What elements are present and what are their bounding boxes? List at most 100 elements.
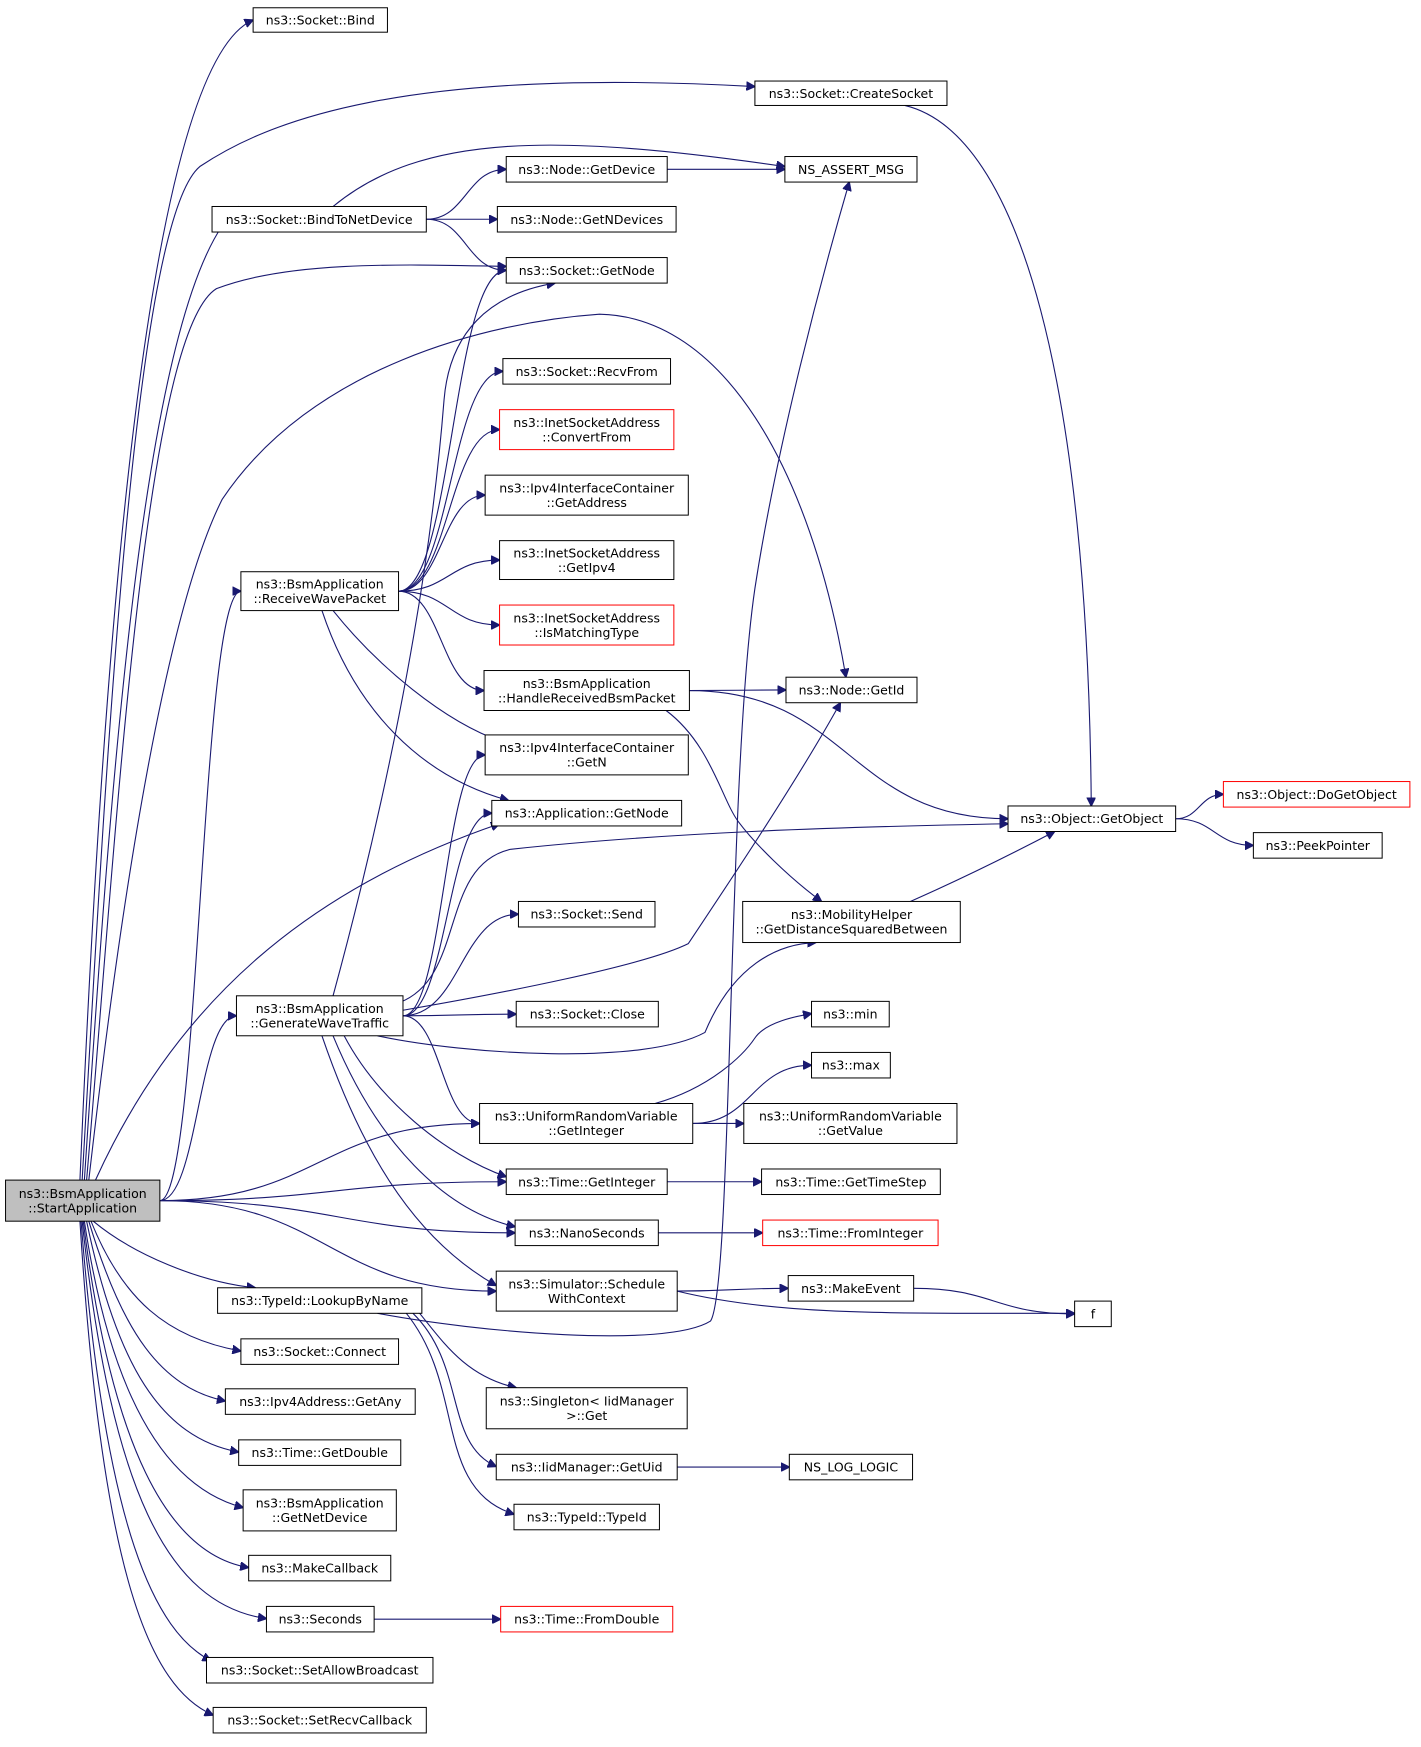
node-getdouble[interactable]: ns3::Time::GetDouble (238, 1439, 402, 1466)
node-generatewave[interactable]: ns3::BsmApplication::GenerateWaveTraffic (235, 995, 404, 1037)
node-gettimestep[interactable]: ns3::Time::GetTimeStep (761, 1168, 941, 1196)
node-box (491, 799, 683, 827)
node-f[interactable]: f (1074, 1300, 1112, 1328)
node-timegetinteger[interactable]: ns3::Time::GetInteger (505, 1168, 668, 1196)
edge-start-to-generatewave (159, 1016, 237, 1202)
node-label: ns3::Ipv4InterfaceContainer (499, 740, 675, 755)
edge-generatewave-to-urvgetinteger (402, 1015, 480, 1124)
edge-path (398, 590, 500, 625)
edge-lookupbyname-to-singleton (419, 1312, 517, 1387)
edge-path (88, 1221, 226, 1401)
node-ismatching[interactable]: ns3::InetSocketAddress::IsMatchingType (499, 604, 675, 646)
node-getdevice[interactable]: ns3::Node::GetDevice (505, 156, 668, 183)
node-bindtonetdevice[interactable]: ns3::Socket::BindToNetDevice (211, 205, 427, 233)
node-getnetdevice[interactable]: ns3::BsmApplication::GetNetDevice (242, 1489, 397, 1532)
edge-path (81, 82, 755, 1181)
node-bind[interactable]: ns3::Socket::Bind (252, 7, 388, 33)
edge-receivewave-to-handlebsm (398, 590, 484, 690)
node-box (484, 734, 689, 776)
node-box (5, 1179, 161, 1222)
node-urvgetvalue[interactable]: ns3::UniformRandomVariable::GetValue (743, 1103, 958, 1144)
edge-path (159, 1182, 506, 1202)
edge-path (83, 1221, 243, 1507)
node-close[interactable]: ns3::Socket::Close (515, 1000, 659, 1028)
node-box (235, 995, 404, 1037)
node-min[interactable]: ns3::min (811, 1000, 890, 1028)
node-label: ns3::Socket::BindToNetDevice (226, 212, 413, 227)
node-getndevices[interactable]: ns3::Node::GetNDevices (496, 205, 677, 233)
edge-path (90, 1220, 241, 1351)
node-peekpointer[interactable]: ns3::PeekPointer (1252, 832, 1383, 859)
node-nanoseconds[interactable]: ns3::NanoSeconds (514, 1219, 659, 1247)
edge-path (159, 1123, 480, 1202)
node-socketgetnode[interactable]: ns3::Socket::GetNode (505, 257, 668, 284)
edge-urvgetinteger-to-min (654, 1014, 812, 1105)
node-urvgetinteger[interactable]: ns3::UniformRandomVariable::GetInteger (479, 1103, 694, 1144)
node-getaddress[interactable]: ns3::Ipv4InterfaceContainer::GetAddress (484, 474, 689, 516)
node-box (499, 540, 675, 581)
node-fromdouble[interactable]: ns3::Time::FromDouble (500, 1605, 674, 1633)
node-setallowbroadcast[interactable]: ns3::Socket::SetAllowBroadcast (205, 1656, 434, 1684)
node-send[interactable]: ns3::Socket::Send (517, 900, 656, 928)
node-seconds[interactable]: ns3::Seconds (265, 1605, 375, 1633)
node-max[interactable]: ns3::max (811, 1051, 891, 1079)
node-box (240, 571, 400, 612)
edge-generatewave-to-getn (402, 755, 485, 1017)
node-getobject[interactable]: ns3::Object::GetObject (1007, 805, 1177, 832)
node-getuid[interactable]: ns3::IidManager::GetUid (495, 1453, 678, 1481)
node-connect[interactable]: ns3::Socket::Connect (240, 1338, 400, 1365)
node-label: ns3::BsmApplication (256, 1496, 384, 1511)
node-makecallback[interactable]: ns3::MakeCallback (248, 1554, 392, 1582)
edge-start-to-bind (79, 20, 253, 1181)
node-getn[interactable]: ns3::Ipv4InterfaceContainer::GetN (484, 734, 689, 776)
node-start[interactable]: ns3::BsmApplication::StartApplication (5, 1179, 161, 1222)
node-label: ns3::Time::FromInteger (777, 1225, 924, 1240)
edge-path (332, 144, 785, 207)
node-label: ns3::BsmApplication (19, 1186, 147, 1201)
node-getany[interactable]: ns3::Ipv4Address::GetAny (224, 1388, 416, 1415)
node-box (485, 1387, 688, 1430)
edge-schedule-to-makeevent (677, 1288, 788, 1291)
edge-receivewave-to-getn (332, 610, 502, 742)
node-createsocket[interactable]: ns3::Socket::CreateSocket (754, 80, 948, 106)
node-makeevent[interactable]: ns3::MakeEvent (787, 1275, 915, 1302)
node-box (743, 1103, 958, 1144)
node-mobility[interactable]: ns3::MobilityHelper::GetDistanceSquaredB… (742, 900, 961, 944)
node-lookupbyname[interactable]: ns3::TypeId::LookupByName (217, 1287, 423, 1314)
node-dogetobject[interactable]: ns3::Object::DoGetObject (1222, 781, 1411, 808)
node-nsloglogic[interactable]: NS_LOG_LOGIC (788, 1453, 914, 1481)
edge-path (689, 689, 1008, 819)
node-box (212, 1706, 427, 1734)
node-label: ::GetValue (818, 1123, 883, 1138)
node-label: WithContext (548, 1291, 625, 1306)
node-convertfrom[interactable]: ns3::InetSocketAddress::ConvertFrom (499, 409, 675, 451)
node-frominteger[interactable]: ns3::Time::FromInteger (762, 1219, 939, 1247)
node-appgetnode[interactable]: ns3::Application::GetNode (491, 799, 683, 827)
node-handlebsm[interactable]: ns3::BsmApplication::HandleReceivedBsmPa… (483, 670, 690, 712)
node-setrecvcallback[interactable]: ns3::Socket::SetRecvCallback (212, 1706, 427, 1734)
node-nsassert[interactable]: NS_ASSERT_MSG (784, 156, 918, 183)
node-label: ns3::Socket::Connect (253, 1344, 386, 1359)
edge-path (402, 813, 492, 1017)
node-box (505, 257, 668, 284)
node-label: ns3::Socket::SetAllowBroadcast (221, 1663, 419, 1678)
edge-start-to-getdouble (86, 1221, 239, 1452)
edge-path (81, 1221, 266, 1618)
node-recvfrom[interactable]: ns3::Socket::RecvFrom (502, 358, 672, 385)
edge-receivewave-to-appgetnode (321, 610, 509, 801)
edge-start-to-setallowbroadcast (80, 1221, 211, 1661)
edge-path (665, 710, 821, 902)
edge-path (332, 610, 502, 742)
edge-path (904, 104, 1092, 806)
node-singleton[interactable]: ns3::Singleton< IidManager >::Get (485, 1387, 688, 1430)
node-receivewave[interactable]: ns3::BsmApplication::ReceiveWavePacket (240, 571, 400, 612)
node-getipv4[interactable]: ns3::InetSocketAddress::GetIpv4 (499, 540, 675, 581)
node-box (515, 1000, 659, 1028)
node-nodegetid[interactable]: ns3::Node::GetId (785, 676, 918, 704)
node-box (742, 900, 961, 944)
node-typeid[interactable]: ns3::TypeId::TypeId (513, 1503, 660, 1531)
node-label: ns3::TypeId::TypeId (527, 1510, 647, 1525)
edge-path (159, 1200, 496, 1291)
node-label: ::GetAddress (546, 495, 626, 510)
